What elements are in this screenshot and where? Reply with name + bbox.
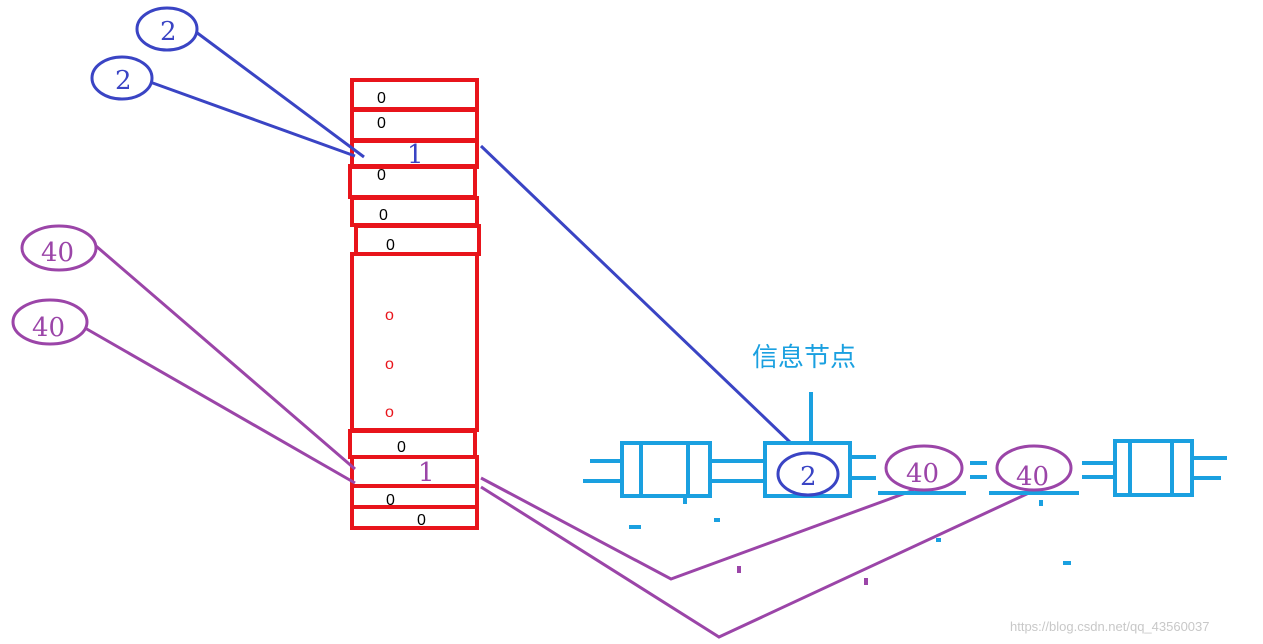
bit-value: 0 <box>386 237 395 254</box>
node-chain <box>583 392 1227 498</box>
bit-value: 0 <box>417 512 426 529</box>
bit-value: 0 <box>379 207 388 224</box>
chain-node <box>1113 439 1194 497</box>
key-label: 40 <box>32 313 65 343</box>
bit-cell <box>350 78 479 111</box>
bit-cell <box>354 224 481 256</box>
key-label: 2 <box>160 17 177 47</box>
bit-cell <box>350 455 479 488</box>
bit-cell <box>350 484 479 509</box>
bit-cell <box>350 505 479 530</box>
ellipsis-dot: o <box>385 307 394 324</box>
blue-key-connectors <box>149 30 794 446</box>
key-bubble <box>135 6 199 52</box>
purple-key-connectors <box>84 244 1032 639</box>
blue-key-bubbles <box>90 6 199 101</box>
value-label: 40 <box>906 459 939 489</box>
bit-value-set: 1 <box>407 140 424 170</box>
bit-cell <box>348 164 477 199</box>
key-bubble <box>11 298 89 346</box>
ellipsis-region <box>350 252 479 432</box>
ellipsis-dot: o <box>385 356 394 373</box>
key-label: 40 <box>41 238 74 268</box>
stray-marks <box>629 498 1071 565</box>
bit-value: 0 <box>377 115 386 132</box>
purple-key-bubbles <box>11 224 98 346</box>
value-bubble <box>884 444 964 492</box>
bit-value: 0 <box>386 492 395 509</box>
bit-cell <box>350 108 479 142</box>
key-label: 2 <box>115 66 132 96</box>
info-node-label: 信息节点 <box>752 343 856 373</box>
bit-cell <box>348 429 477 459</box>
value-bubble <box>995 444 1073 492</box>
chain-node <box>620 441 712 498</box>
ellipsis-dot: o <box>385 404 394 421</box>
bit-array <box>348 78 481 530</box>
bit-value: 0 <box>397 439 406 456</box>
bit-cell <box>350 196 479 227</box>
value-label: 40 <box>1016 462 1049 492</box>
stray-marks-purple <box>737 566 868 585</box>
key-bubble <box>90 55 154 101</box>
bit-value-set: 1 <box>418 458 435 488</box>
key-bubble <box>20 224 98 272</box>
value-bubble <box>776 451 840 497</box>
value-label: 2 <box>800 462 817 492</box>
bit-value: 0 <box>377 90 386 107</box>
bit-value: 0 <box>377 167 386 184</box>
watermark: https://blog.csdn.net/qq_43560037 <box>1010 619 1210 634</box>
